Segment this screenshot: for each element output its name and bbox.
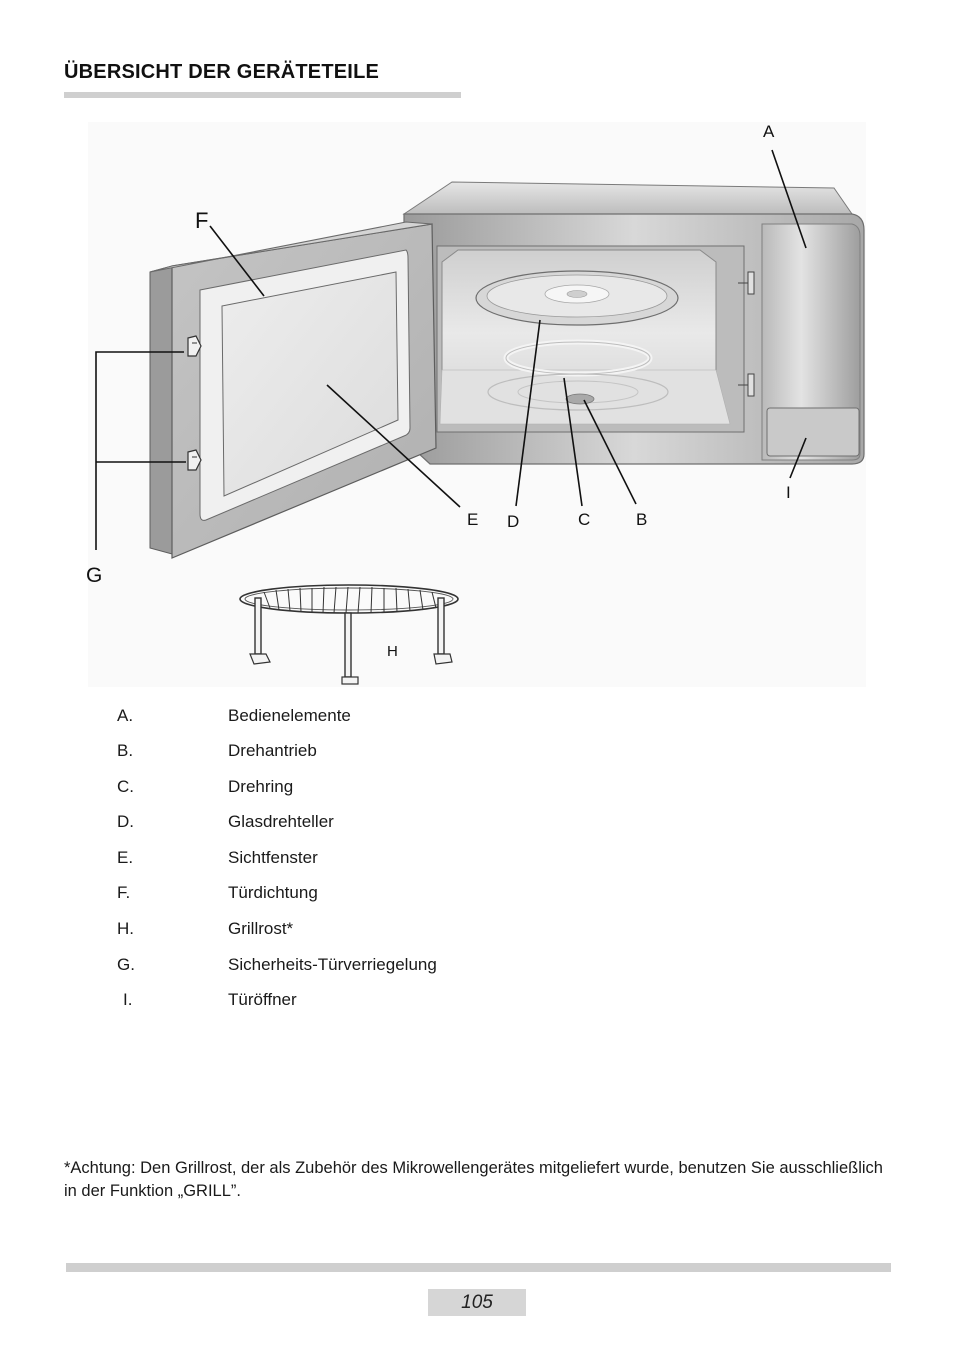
- legend-text: Sicherheits-Türverriegelung: [228, 955, 437, 974]
- legend-letter: A.: [117, 706, 134, 725]
- microwave-diagram: A F G E D C B I H: [0, 110, 954, 700]
- label-a: A: [763, 122, 775, 141]
- legend-item: A. Bedienelemente: [0, 706, 700, 730]
- label-i: I: [786, 483, 791, 502]
- legend-item: B. Drehantrieb: [0, 741, 700, 765]
- label-f: F: [195, 208, 208, 233]
- legend-letter: I.: [123, 990, 133, 1009]
- legend-text: Grillrost*: [228, 919, 294, 938]
- legend-letter: E.: [117, 848, 134, 867]
- legend-letter: C.: [117, 777, 134, 796]
- grill-rack-note: *Achtung: Den Grillrost, der als Zubehör…: [64, 1159, 883, 1200]
- label-g: G: [86, 564, 102, 587]
- label-d: D: [507, 512, 519, 531]
- legend-text: Türdichtung: [228, 883, 318, 902]
- legend-letter: H.: [117, 919, 134, 938]
- legend-text: Bedienelemente: [228, 706, 351, 725]
- legend-text: Drehring: [228, 777, 294, 796]
- page-title: ÜBERSICHT DER GERÄTETEILE: [64, 61, 380, 83]
- footer-divider: [66, 1263, 891, 1272]
- legend-item: C. Drehring: [0, 777, 700, 801]
- legend-text: Glasdrehteller: [228, 812, 334, 831]
- label-h: H: [387, 643, 398, 660]
- page-number: 105: [428, 1289, 526, 1316]
- legend-item: F. Türdichtung: [0, 883, 700, 907]
- legend-letter: G.: [117, 955, 135, 974]
- label-e: E: [467, 510, 478, 529]
- legend-letter: B.: [117, 741, 134, 760]
- legend-item: H. Grillrost*: [0, 919, 700, 943]
- legend-letter: F.: [117, 883, 131, 902]
- label-c: C: [578, 510, 590, 529]
- title-underline: [64, 92, 461, 98]
- legend-text: Drehantrieb: [228, 741, 317, 760]
- legend-item: G. Sicherheits-Türverriegelung: [0, 955, 700, 979]
- legend-text: Sichtfenster: [228, 848, 318, 867]
- label-b: B: [636, 510, 647, 529]
- legend-text: Türöffner: [228, 990, 297, 1009]
- legend-item: D. Glasdrehteller: [0, 812, 700, 836]
- legend-letter: D.: [117, 812, 134, 831]
- legend-item: E. Sichtfenster: [0, 848, 700, 872]
- legend-item: I. Türöffner: [0, 990, 700, 1014]
